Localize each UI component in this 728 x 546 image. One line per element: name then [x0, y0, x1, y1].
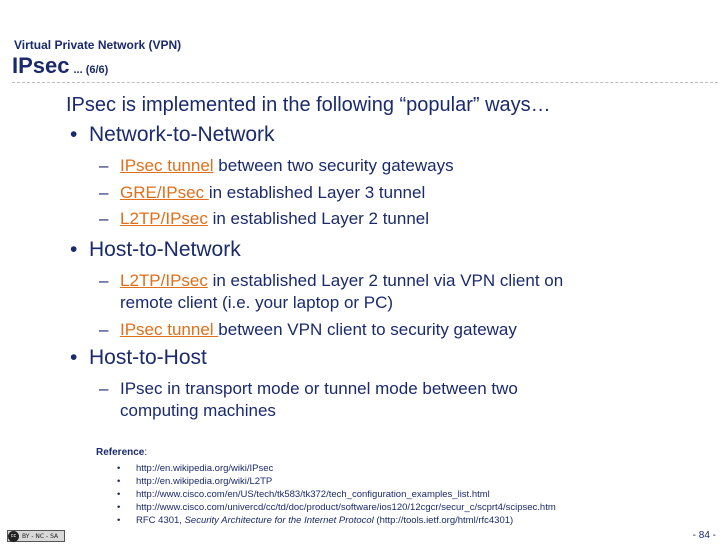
reference-rfc-suffix: (http://tools.ietf.org/html/rfc4301): [373, 515, 514, 526]
dash-icon: –: [99, 156, 109, 175]
reference-url: http://www.cisco.com/en/US/tech/tk583/tk…: [136, 489, 490, 500]
section-host-to-host: • Host-to-Host: [70, 346, 207, 370]
list-item: – L2TP/IPsec in established Layer 2 tunn…: [99, 209, 430, 229]
header-divider: [12, 82, 718, 83]
dash-icon: –: [99, 209, 109, 228]
dash-icon: –: [99, 183, 109, 202]
dash-icon: –: [99, 320, 109, 339]
list-item: – IPsec tunnel between two security gate…: [99, 156, 454, 176]
bullet-icon: •: [117, 502, 121, 513]
reference-url: http://en.wikipedia.org/wiki/IPsec: [136, 463, 274, 474]
reference-rfc-title: Security Architecture for the Internet P…: [184, 515, 374, 526]
section-host-to-network: • Host-to-Network: [70, 238, 241, 262]
section-label: Network-to-Network: [89, 123, 275, 146]
list-item-text: between VPN client to security gateway: [218, 320, 517, 339]
ipsec-tunnel-link[interactable]: IPsec tunnel: [120, 156, 214, 175]
dash-icon: –: [99, 379, 109, 398]
reference-item: • http://www.cisco.com/en/US/tech/tk583/…: [117, 489, 490, 500]
slide-title: IPsec... (6/6): [12, 53, 108, 83]
cc-icon: cc: [8, 530, 19, 542]
l2tp-ipsec-link[interactable]: L2TP/IPsec: [120, 209, 208, 228]
list-item-continuation: remote client (i.e. your laptop or PC): [120, 293, 394, 312]
reference-item: • http://en.wikipedia.org/wiki/L2TP: [117, 476, 273, 487]
list-item: – GRE/IPsec in established Layer 3 tunne…: [99, 183, 426, 203]
page-number: - 84 -: [692, 530, 716, 541]
reference-label: Reference:: [96, 447, 148, 458]
reference-url: http://www.cisco.com/univercd/cc/td/doc/…: [136, 502, 556, 513]
bullet-icon: •: [70, 238, 78, 261]
bullet-icon: •: [117, 463, 121, 474]
section-label: Host-to-Network: [89, 238, 241, 261]
slide-title-text: IPsec: [12, 53, 70, 78]
reference-item: • http://en.wikipedia.org/wiki/IPsec: [117, 463, 274, 474]
list-item-continuation: computing machines: [120, 401, 276, 420]
list-item: – L2TP/IPsec in established Layer 2 tunn…: [99, 271, 564, 291]
creative-commons-license-badge[interactable]: cc BY - NC - SA: [7, 530, 65, 542]
dash-icon: –: [99, 271, 109, 290]
list-item-text: in established Layer 3 tunnel: [208, 183, 426, 202]
bullet-icon: •: [117, 515, 121, 526]
slide-title-suffix: ... (6/6): [73, 64, 109, 76]
license-text: BY - NC - SA: [22, 532, 59, 540]
list-item: – IPsec tunnel between VPN client to sec…: [99, 320, 517, 340]
reference-url: http://en.wikipedia.org/wiki/L2TP: [136, 476, 273, 487]
section-network-to-network: • Network-to-Network: [70, 123, 275, 147]
list-item: – IPsec in transport mode or tunnel mode…: [99, 379, 518, 399]
list-item-text: between two security gateways: [213, 156, 454, 175]
list-item-text: in established Layer 2 tunnel via VPN cl…: [207, 271, 564, 290]
slide-subtitle: Virtual Private Network (VPN): [14, 38, 182, 52]
section-label: Host-to-Host: [89, 346, 207, 369]
list-item-text: IPsec in transport mode or tunnel mode b…: [120, 379, 518, 398]
reference-item: • RFC 4301, Security Architecture for th…: [117, 515, 514, 526]
bullet-icon: •: [117, 489, 121, 500]
bullet-icon: •: [70, 123, 78, 146]
reference-item: • http://www.cisco.com/univercd/cc/td/do…: [117, 502, 556, 513]
l2tp-ipsec-link[interactable]: L2TP/IPsec: [120, 271, 208, 290]
ipsec-tunnel-link[interactable]: IPsec tunnel: [120, 320, 219, 339]
gre-ipsec-link[interactable]: GRE/IPsec: [120, 183, 209, 202]
reference-rfc-prefix: RFC 4301,: [136, 515, 185, 526]
bullet-icon: •: [70, 346, 78, 369]
intro-text: IPsec is implemented in the following “p…: [66, 94, 551, 116]
list-item-text: in established Layer 2 tunnel: [207, 209, 430, 228]
bullet-icon: •: [117, 476, 121, 487]
